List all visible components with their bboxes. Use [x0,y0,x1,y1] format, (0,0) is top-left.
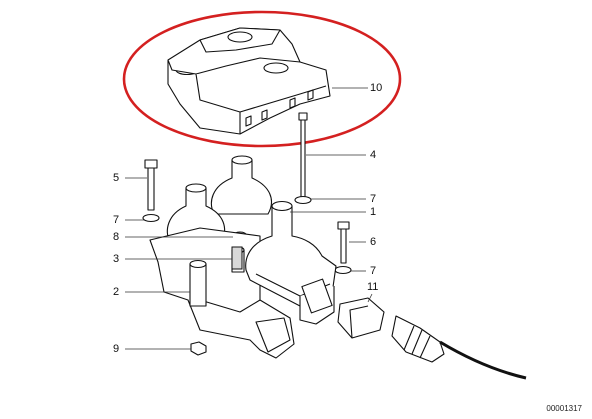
callout-7: 7 [370,193,377,205]
ignition-coil-part-1[interactable] [245,200,337,325]
nut-part-9[interactable] [190,341,207,356]
callout-5: 5 [113,172,120,184]
leader-lines [125,87,373,350]
highlight-ellipse [122,10,402,148]
callout-11: 11 [367,281,379,293]
callout-7: 7 [370,265,377,277]
sleeve-part-3[interactable] [231,246,243,270]
ignition-coil-rear[interactable] [166,155,272,243]
bolt-part-5[interactable] [144,159,158,211]
bolt-part-6[interactable] [337,221,350,264]
callout-10: 10 [370,82,383,94]
cover-part-10[interactable] [167,27,331,135]
connector-part-11[interactable] [337,297,527,380]
callout-7: 7 [113,214,120,226]
drawing-code: 00001317 [546,404,582,413]
callout-9: 9 [113,343,120,355]
callout-4: 4 [370,149,377,161]
callout-2: 2 [113,286,120,298]
callout-1: 1 [370,206,377,218]
callout-6: 6 [370,236,377,248]
washer-part-7[interactable] [142,195,352,275]
callout-8: 8 [113,231,120,243]
bolt-part-4[interactable] [298,112,308,199]
callout-3: 3 [113,253,120,265]
